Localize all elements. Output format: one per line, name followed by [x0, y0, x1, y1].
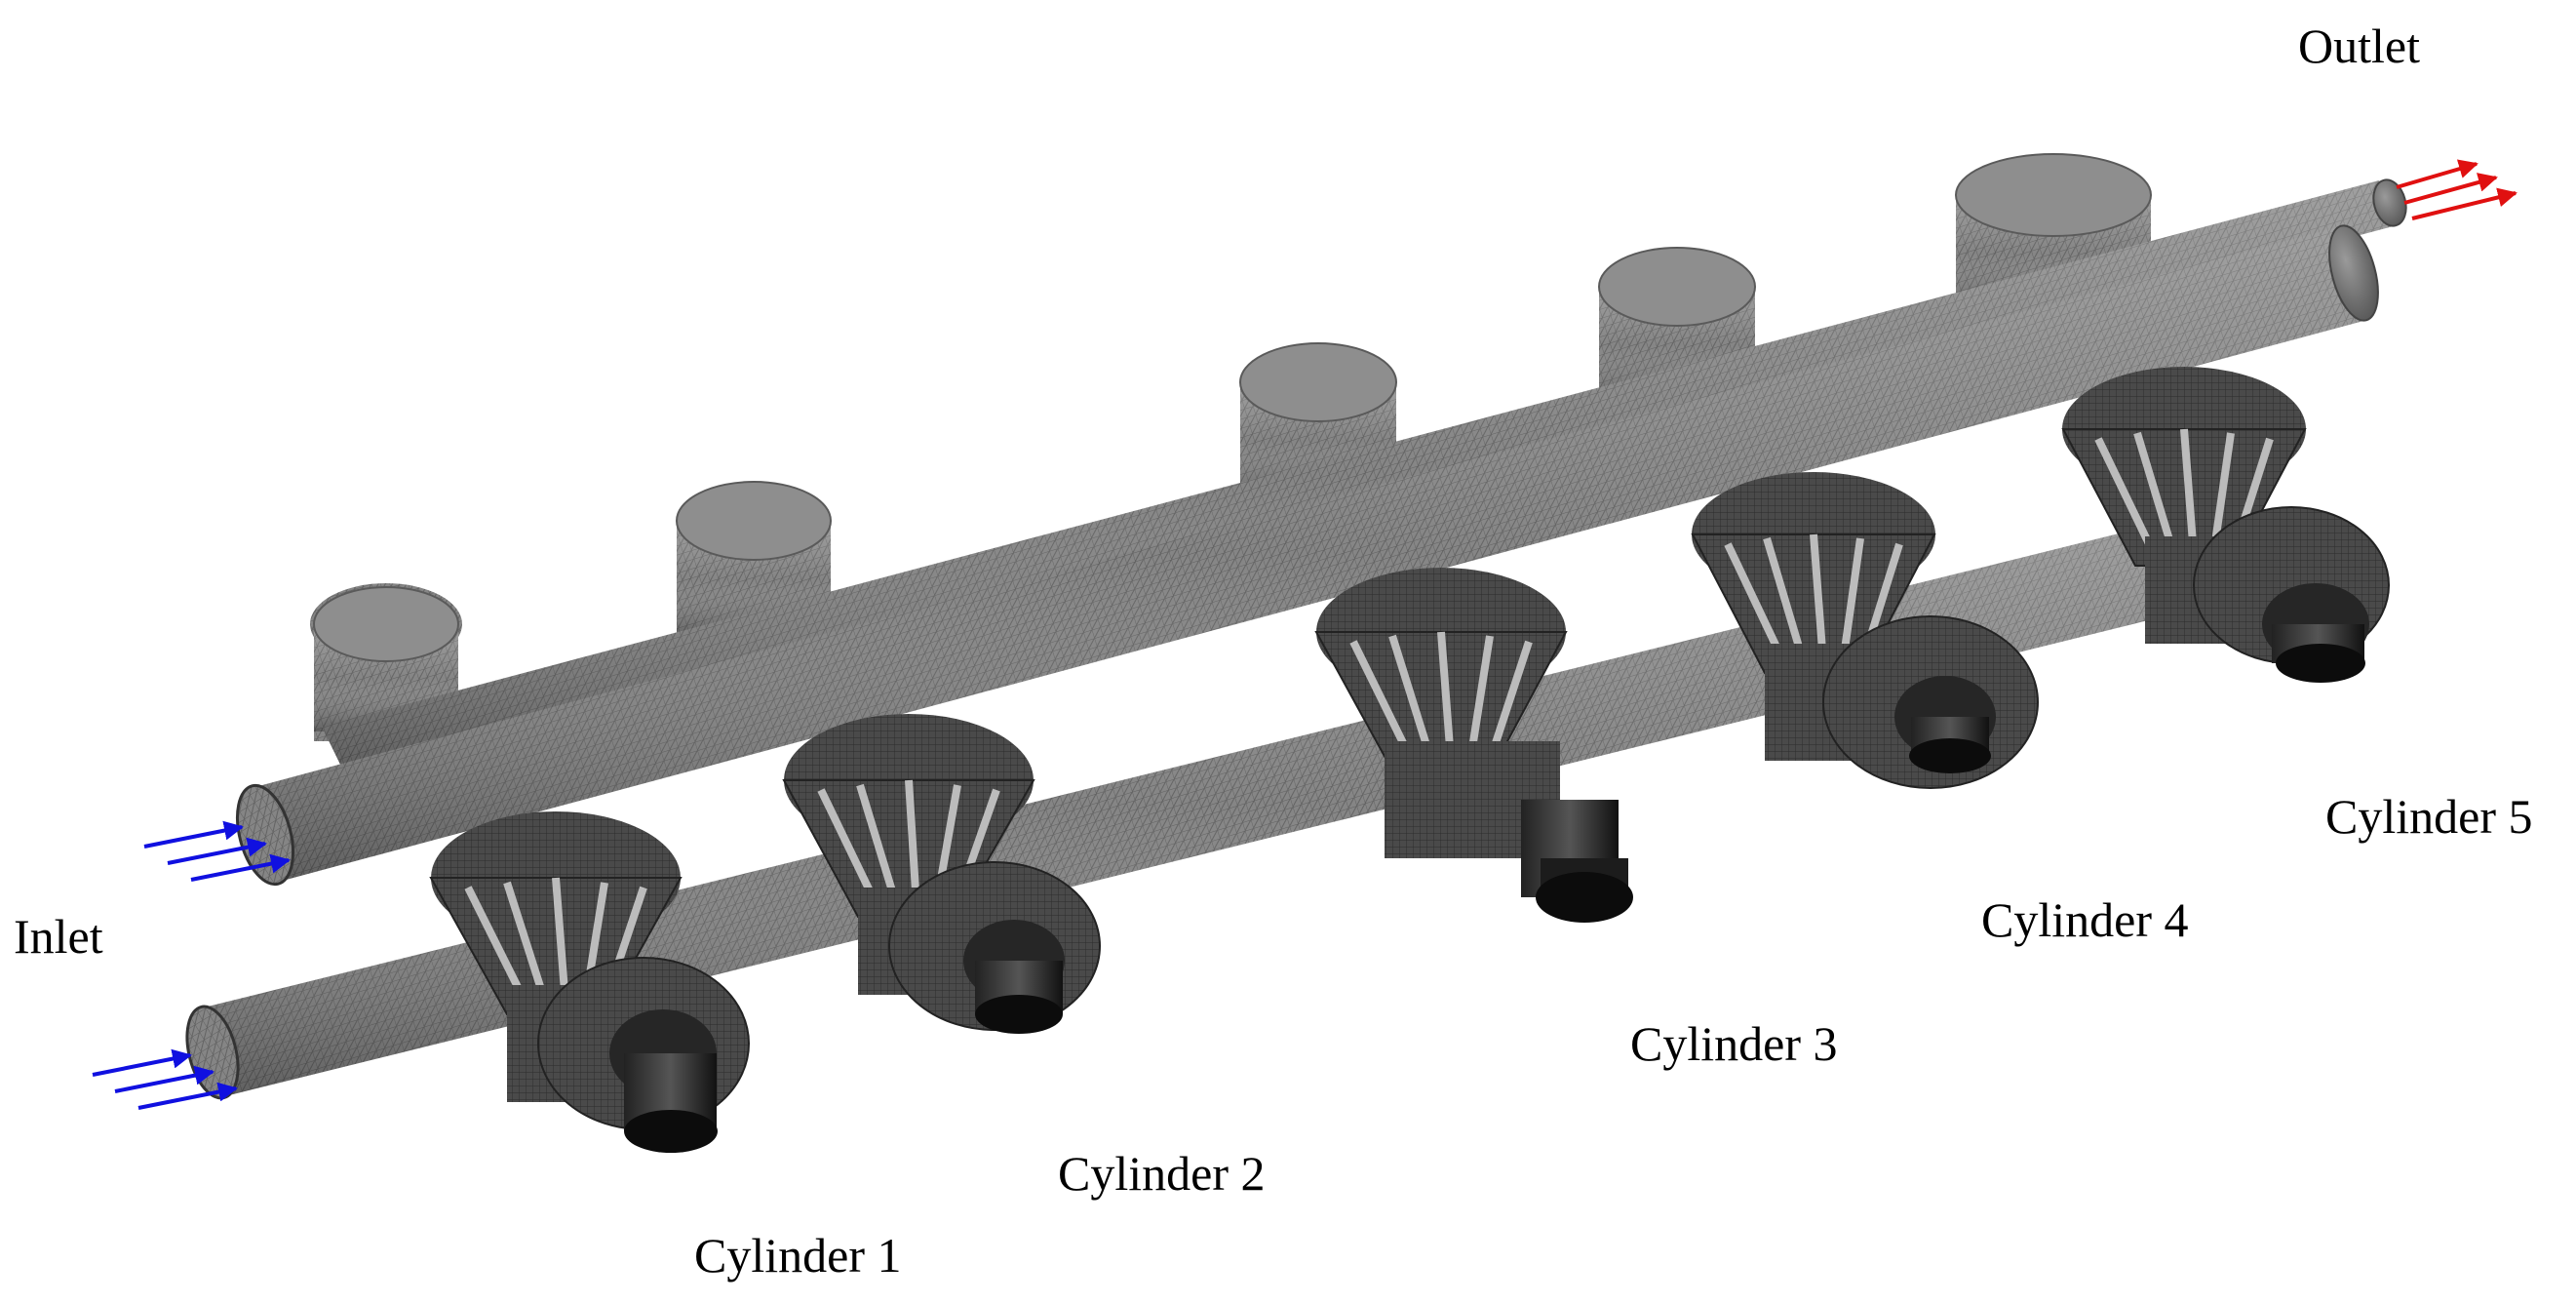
outlet-label: Outlet — [2298, 19, 2420, 73]
cylinder-4-label: Cylinder 4 — [1981, 892, 2189, 947]
cylinder-assembly-1 — [429, 811, 750, 1153]
inlet-arrows-lower — [92, 1048, 238, 1110]
cylinder-2-label: Cylinder 2 — [1058, 1146, 1266, 1201]
lower-manifold-pipe — [185, 515, 2219, 1100]
inlet-label: Inlet — [14, 909, 103, 964]
cylinder-3-label: Cylinder 3 — [1630, 1016, 1838, 1071]
cylinder-1-label: Cylinder 1 — [694, 1228, 902, 1283]
inlet-arrows-upper — [143, 820, 291, 882]
exhaust-collector-pipe — [322, 178, 2407, 770]
cylinder-assembly-5 — [2061, 367, 2390, 683]
cylinder-assembly-4 — [1691, 472, 2039, 789]
cylinder-assemblies — [429, 367, 2390, 1153]
outlet-arrows — [2396, 159, 2517, 220]
cylinder-assembly-3 — [1314, 568, 1633, 923]
cylinder-5-label: Cylinder 5 — [2325, 789, 2533, 844]
cylinder-assembly-2 — [782, 714, 1101, 1034]
